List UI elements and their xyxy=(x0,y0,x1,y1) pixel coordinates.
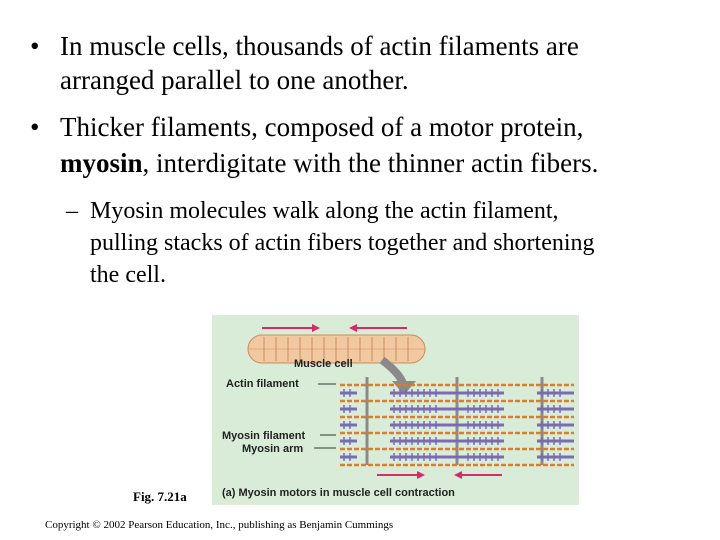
sub-bullet-line-1: Myosin molecules walk along the actin fi… xyxy=(90,198,559,224)
actin-filaments xyxy=(340,383,574,467)
figure-caption: (a) Myosin motors in muscle cell contrac… xyxy=(222,487,455,499)
figure-number: Fig. 7.21a xyxy=(133,489,187,504)
muscle-contraction-figure: Muscle cell Actin filament Myosin filame… xyxy=(212,315,579,505)
bullet-2-line-2: myosin, interdigitate with the thinner a… xyxy=(60,146,598,180)
myosin-arms xyxy=(343,389,561,461)
sub-bullet-line-3: the cell. xyxy=(90,262,166,288)
sub-bullet-dash: – xyxy=(66,198,78,224)
contraction-arrows xyxy=(262,324,407,332)
bullet-1-line-2: arranged parallel to one another. xyxy=(60,65,409,95)
figure-illustration: Muscle cell Actin filament Myosin filame… xyxy=(222,324,574,499)
bullet-marker-2: • xyxy=(30,112,40,142)
bullet-2-line-2-rest: , interdigitate with the thinner actin f… xyxy=(142,148,599,178)
label-myosin-arm: Myosin arm xyxy=(242,443,303,455)
bottom-arrows xyxy=(377,471,502,479)
bullet-2-line-1: Thicker filaments, composed of a motor p… xyxy=(60,112,584,142)
muscle-cell-shape xyxy=(247,334,426,364)
sub-bullet-line-2: pulling stacks of actin fibers together … xyxy=(90,230,595,256)
bullet-marker-1: • xyxy=(30,31,40,61)
myosin-filaments xyxy=(340,391,574,459)
bullet-1-line-1: In muscle cells, thousands of actin fila… xyxy=(60,31,579,61)
label-muscle-cell: Muscle cell xyxy=(294,358,353,370)
myosin-term: myosin xyxy=(60,148,143,178)
copyright-notice: Copyright © 2002 Pearson Education, Inc.… xyxy=(45,519,394,531)
label-myosin-filament: Myosin filament xyxy=(222,430,305,442)
label-actin-filament: Actin filament xyxy=(226,378,299,390)
